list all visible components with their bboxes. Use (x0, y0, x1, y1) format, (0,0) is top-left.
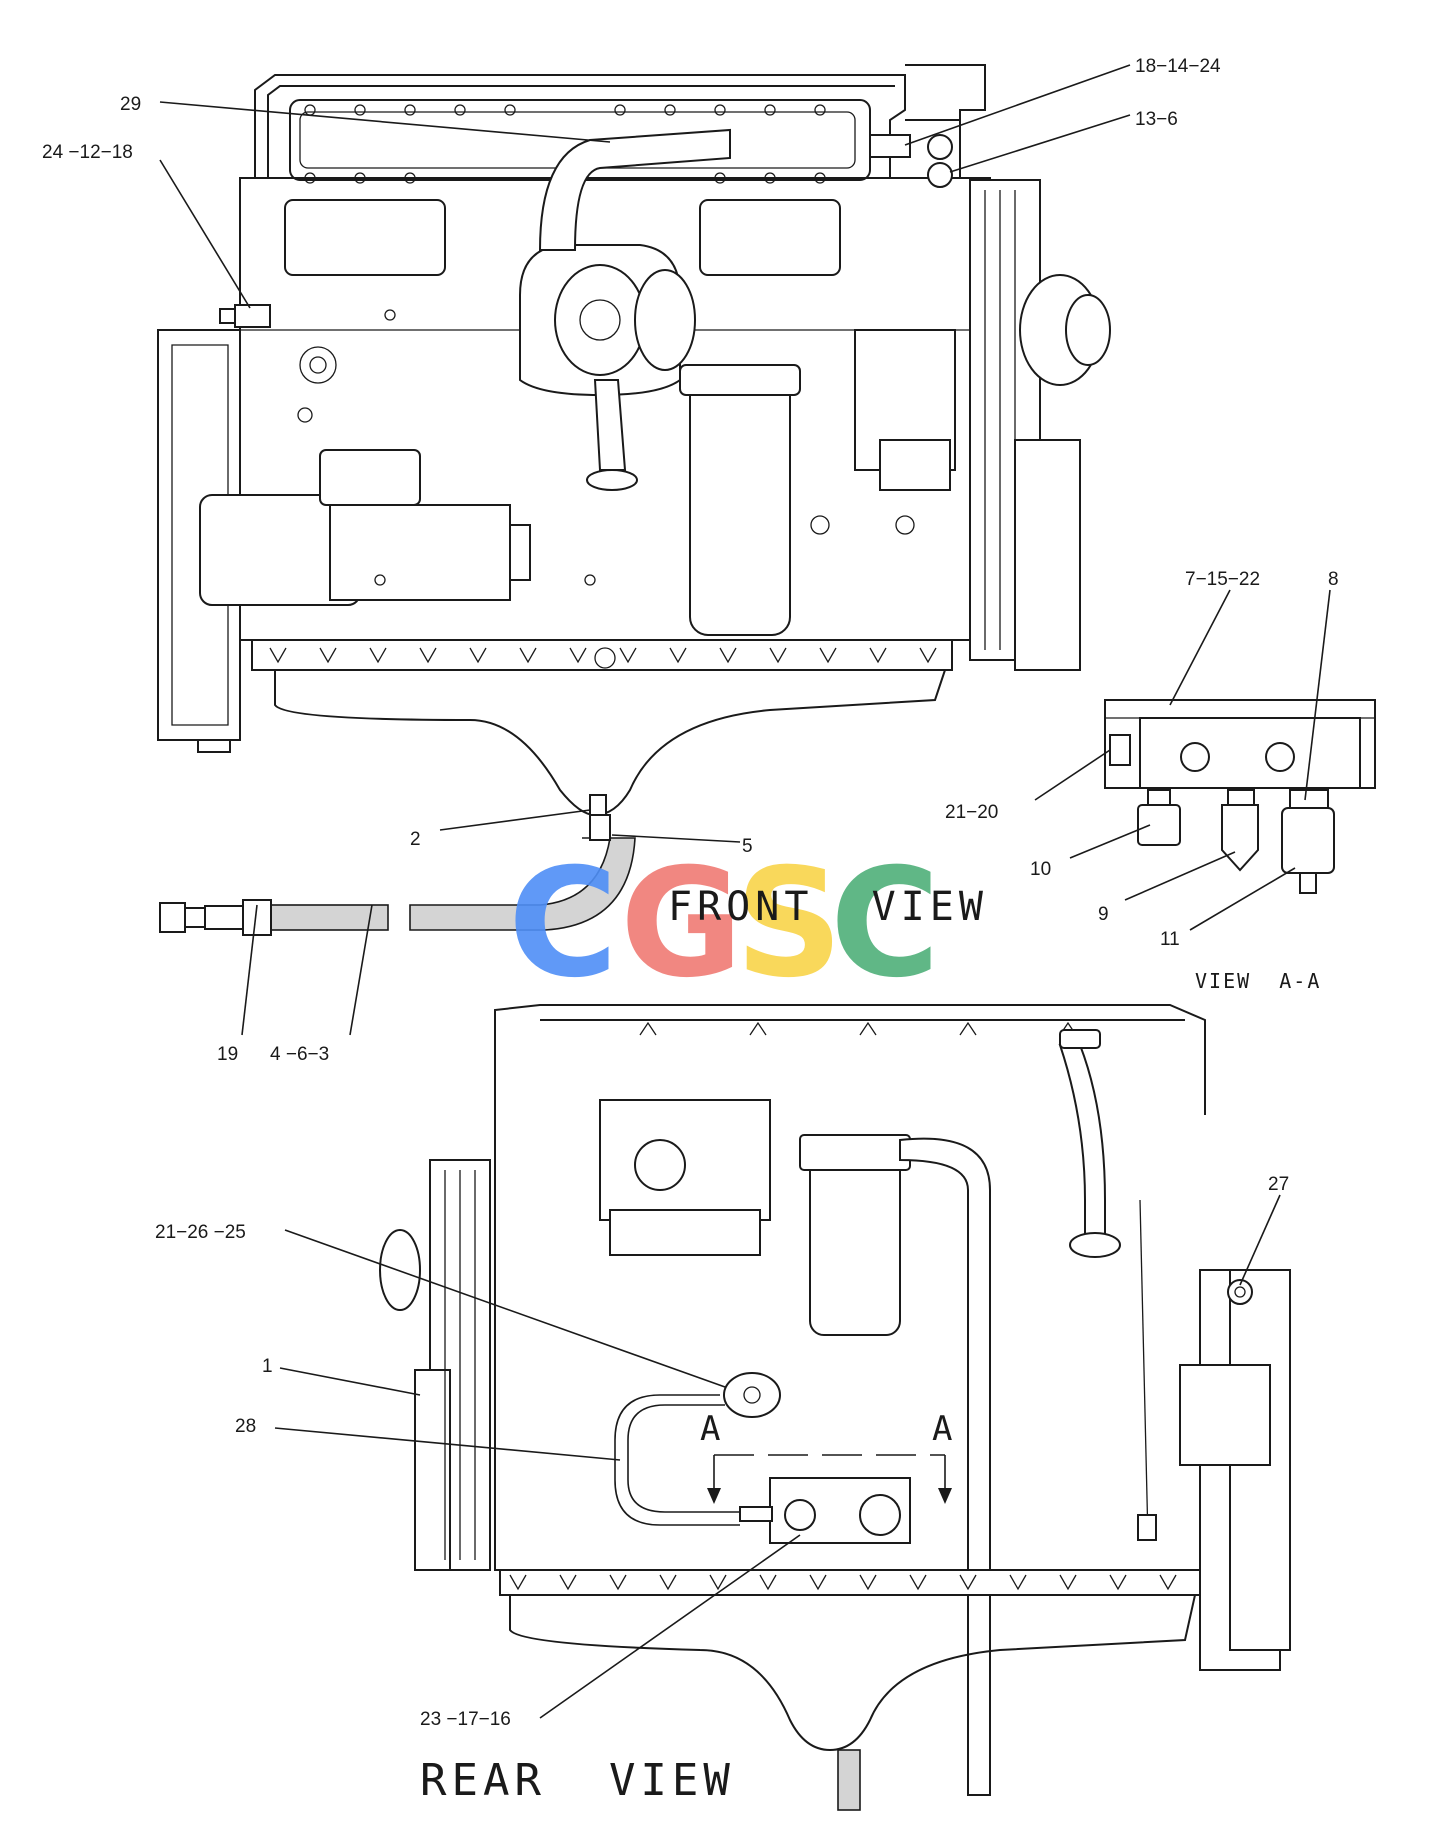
callout-29: 29 (120, 94, 141, 115)
front-view-engine (157, 64, 1111, 826)
watermark-letter-s: S (735, 837, 843, 1011)
rear-view-engine (379, 1004, 1291, 1811)
callout-1: 1 (262, 1356, 273, 1377)
callout-18-14-24: 18−14−24 (1135, 56, 1221, 77)
section-marker-right: A (932, 1409, 952, 1449)
callout-5: 5 (742, 836, 753, 857)
callout-11: 11 (1160, 929, 1180, 950)
section-view-title: VIEW A-A (1195, 969, 1321, 993)
section-marker-left: A (700, 1409, 720, 1449)
callout-9: 9 (1098, 904, 1109, 925)
callout-2: 2 (410, 829, 421, 850)
callout-10: 10 (1030, 859, 1051, 880)
callout-4-6-3: 4 −6−3 (270, 1044, 329, 1065)
leader-lines (159, 64, 1331, 1719)
callout-13-6: 13−6 (1135, 109, 1178, 130)
callout-21-20: 21−20 (945, 802, 998, 823)
watermark-letter-g: G (620, 837, 743, 1011)
callout-28: 28 (235, 1416, 256, 1437)
view-titles: FRONT VIEW REAR VIEW VIEW A-A A A (420, 884, 1321, 1806)
callout-labels: 29 24 −12−18 18−14−24 13−6 7−15−22 8 21−… (42, 56, 1339, 1730)
front-view-title: FRONT VIEW (668, 884, 988, 930)
callout-21-26-25: 21−26 −25 (155, 1222, 246, 1243)
callout-8: 8 (1328, 569, 1339, 590)
section-view-a-a (1104, 699, 1376, 894)
callout-7-15-22: 7−15−22 (1185, 569, 1260, 590)
watermark-letter-c: C (508, 837, 618, 1011)
callout-19: 19 (217, 1044, 238, 1065)
rear-view-title: REAR VIEW (420, 1755, 735, 1806)
cgsc-watermark: C G S C (508, 837, 940, 1011)
callout-23-17-16: 23 −17−16 (420, 1709, 511, 1730)
callout-24-12-18: 24 −12−18 (42, 142, 133, 163)
watermark-letter-c-2: C (830, 837, 940, 1011)
callout-27: 27 (1268, 1174, 1289, 1195)
